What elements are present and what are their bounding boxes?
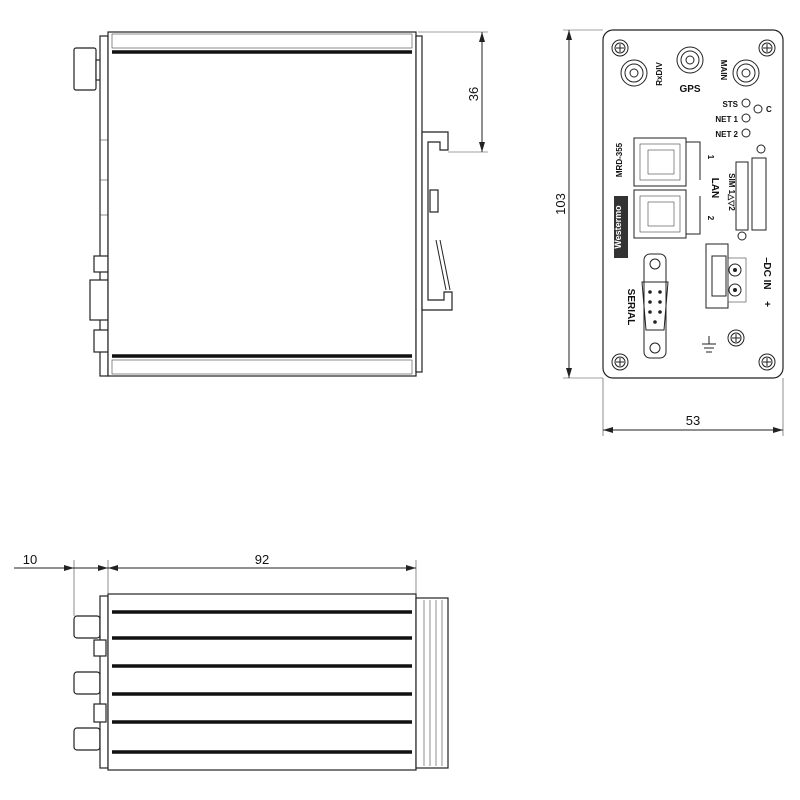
dc-in-label: DC IN <box>761 262 772 289</box>
cooling-fins <box>112 610 412 754</box>
top-housing <box>107 593 417 771</box>
screw-icon <box>758 39 776 57</box>
led-sts-indicator <box>741 98 751 108</box>
dimension-label-10: 10 <box>23 552 37 567</box>
screw-icon <box>611 353 629 371</box>
dimension-53: 53 <box>602 378 784 436</box>
antenna-rxdiv-label: RxDIV <box>655 62 664 86</box>
sim-slots <box>735 157 767 241</box>
lan-label: LAN <box>709 178 720 199</box>
lan-port1-label: 1 <box>706 155 715 160</box>
dimension-label-92: 92 <box>255 552 269 567</box>
dc-in-connector <box>705 243 747 309</box>
led-c-label: C <box>766 105 772 114</box>
brand-logo: Westermo <box>613 196 628 258</box>
dc-minus-label: – <box>761 257 772 263</box>
dc-plus-label: + <box>761 301 772 307</box>
dimension-10: 10 <box>14 552 417 616</box>
top-view: 10 92 <box>14 552 449 771</box>
led-net1-indicator <box>741 113 751 123</box>
front-view: RxDIV GPS MAIN STS C NET 1 NET 2 MRD-355 <box>553 29 784 436</box>
led-net2-label: NET 2 <box>715 130 738 139</box>
led-net2-indicator <box>741 128 751 138</box>
dimension-36: 36 <box>418 31 488 153</box>
din-rail-clip <box>415 35 453 373</box>
lan-ports <box>633 137 701 239</box>
sim-label: SIM 1△▽2 <box>727 173 736 211</box>
side-housing <box>107 31 417 377</box>
side-view: 36 <box>73 31 488 377</box>
dimension-label-36: 36 <box>466 87 481 101</box>
status-leds: STS C NET 1 NET 2 <box>715 98 772 154</box>
serial-label: SERIAL <box>625 289 636 326</box>
ground-icon <box>702 336 716 353</box>
led-indicator <box>756 144 766 154</box>
led-net1-label: NET 1 <box>715 115 738 124</box>
led-sts-label: STS <box>722 100 738 109</box>
dimension-label-53: 53 <box>686 413 700 428</box>
antenna-gps-label: GPS <box>679 84 700 95</box>
screw-icon <box>611 39 629 57</box>
ribbed-end <box>415 597 449 769</box>
antenna-gps-connector <box>676 46 704 74</box>
brand-label: Westermo <box>613 205 623 249</box>
dimension-label-103: 103 <box>553 193 568 215</box>
antenna-main-connector <box>732 59 760 87</box>
antenna-rxdiv-connector <box>620 59 648 87</box>
front-panel-outline <box>602 29 784 379</box>
lan-port2-label: 2 <box>706 216 715 221</box>
screw-icon <box>758 353 776 371</box>
dimension-103: 103 <box>553 29 603 379</box>
model-label: MRD-355 <box>615 142 624 177</box>
serial-port <box>641 253 669 359</box>
dimension-92: 92 <box>108 552 416 571</box>
screw-icon <box>727 329 745 347</box>
led-c-indicator <box>753 104 763 114</box>
antenna-main-label: MAIN <box>719 60 728 81</box>
